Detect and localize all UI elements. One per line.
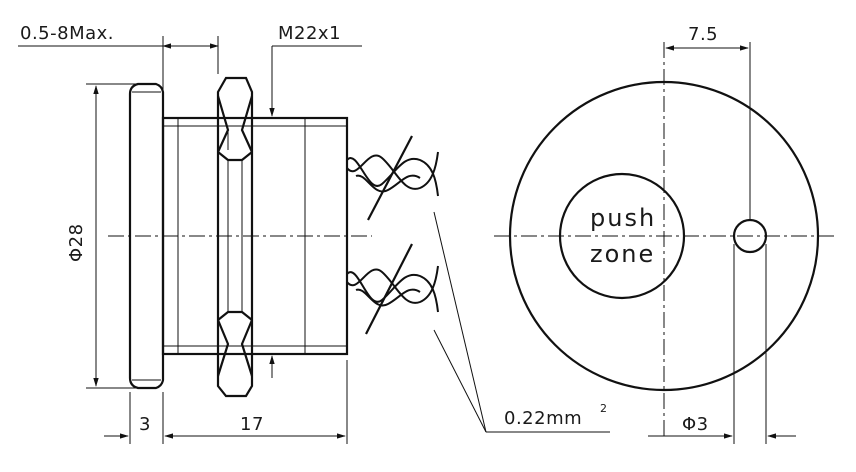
dimension-panel-thickness: 0.5-8Max. xyxy=(18,23,219,112)
led-diameter-symbol: Φ xyxy=(682,414,697,435)
pitch-offset-label: 7.5 xyxy=(688,24,718,45)
dimension-wire-gauge: 0.22mm 2 xyxy=(504,402,607,429)
led-diameter-label: Φ3 xyxy=(682,414,709,435)
dimension-led-diameter: Φ3 xyxy=(648,244,796,444)
wire-gauge-superscript: 2 xyxy=(600,402,607,415)
threaded-body xyxy=(161,116,349,356)
body-length-label: 17 xyxy=(240,414,264,435)
diameter-value: 28 xyxy=(66,223,87,247)
push-zone-label-line1: push xyxy=(590,204,656,232)
push-zone-label-line2: zone xyxy=(590,240,655,268)
wire-gauge-label: 0.22mm xyxy=(504,408,582,429)
side-view xyxy=(108,76,610,433)
diameter-symbol: Φ xyxy=(66,247,87,262)
flange-width-label: 3 xyxy=(139,414,151,435)
wire-upper xyxy=(346,135,439,221)
diameter-label: Φ28 xyxy=(66,223,87,262)
hex-nut xyxy=(216,76,254,398)
dimension-pitch-offset: 7.5 xyxy=(665,24,751,220)
push-zone-circle xyxy=(558,172,686,300)
dimension-body-length: 17 xyxy=(164,360,348,444)
panel-thickness-label: 0.5-8Max. xyxy=(20,23,114,44)
outer-circle xyxy=(508,80,820,392)
dimension-diameter: Φ28 xyxy=(66,83,136,389)
thread-label: M22x1 xyxy=(278,23,341,44)
dimension-thread: M22x1 xyxy=(269,23,362,378)
dimension-flange-width: 3 xyxy=(104,392,164,444)
front-view: push zone xyxy=(494,42,838,440)
front-flange xyxy=(128,82,165,390)
wire-lower xyxy=(346,243,439,335)
led-diameter-value: 3 xyxy=(697,414,709,435)
